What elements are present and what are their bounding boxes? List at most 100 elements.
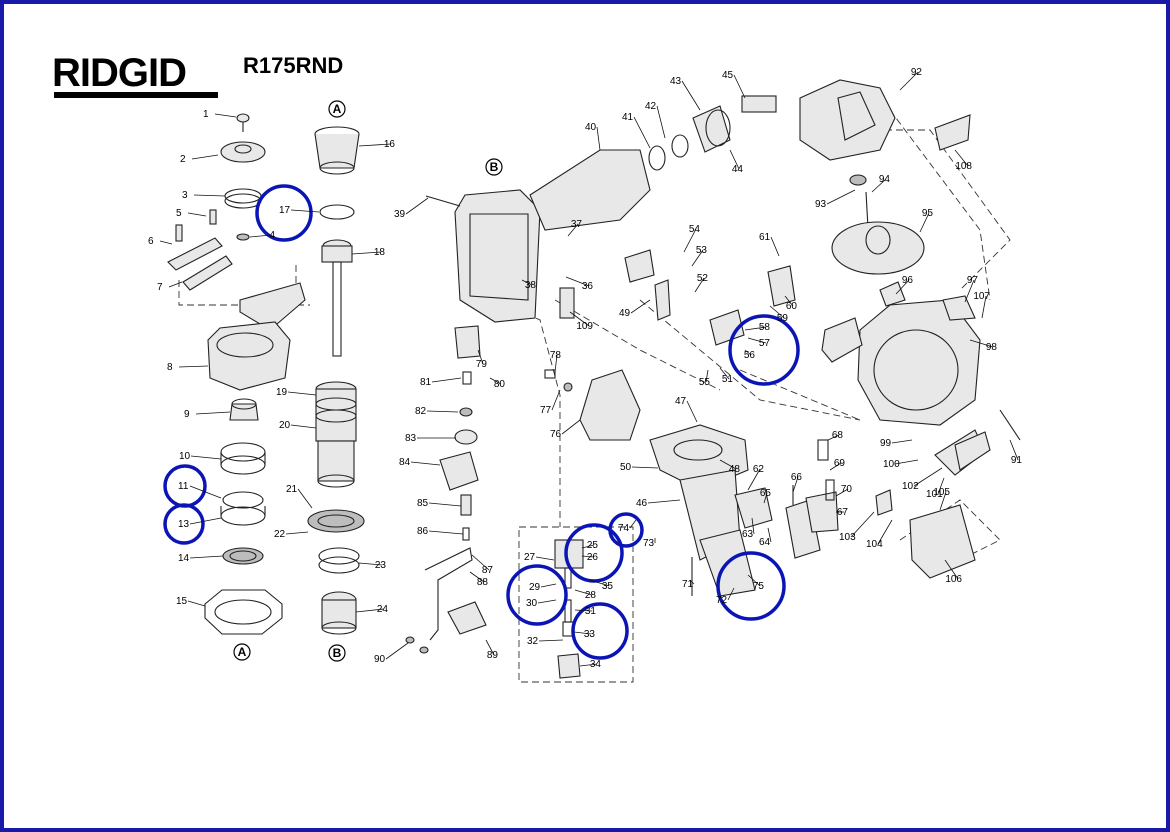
part-label: 38: [525, 280, 537, 291]
leader-line: [189, 517, 222, 525]
highlight-circles: [163, 184, 800, 660]
leader-line: [981, 295, 987, 319]
leader-line: [358, 562, 383, 566]
part-label: 20: [279, 420, 291, 431]
leader-line: [729, 149, 740, 170]
leader-line: [631, 466, 659, 469]
part-label: 86: [417, 526, 429, 537]
part-label: 54: [689, 224, 701, 235]
part-label: 55: [699, 377, 711, 388]
leader-line: [538, 639, 564, 642]
highlight-circle-33: [571, 602, 629, 660]
leader-line: [187, 600, 206, 607]
part-label: 23: [375, 560, 387, 571]
leader-line: [747, 574, 761, 587]
part-labels: 1234567891011131415161718192021222324252…: [148, 67, 1022, 670]
part-label: 40: [585, 122, 597, 133]
leader-line: [290, 424, 317, 429]
leader-line: [574, 609, 593, 612]
part-label: 83: [405, 433, 417, 444]
part-label: 62: [753, 464, 765, 475]
highlight-circle-57-58: [728, 314, 800, 386]
part-label: 35: [602, 581, 614, 592]
part-label: 79: [476, 359, 488, 370]
part-label: 22: [274, 529, 286, 540]
leader-line: [705, 369, 709, 383]
part-label: 57: [759, 338, 771, 349]
leader-line: [540, 583, 557, 588]
part-label: 58: [759, 322, 771, 333]
part-label: 65: [760, 488, 772, 499]
leader-line: [168, 281, 183, 288]
leader-line: [193, 194, 226, 197]
part-label: 41: [622, 112, 634, 123]
leader-line: [767, 527, 772, 543]
part-label: 93: [815, 199, 827, 210]
part-label: 24: [377, 604, 389, 615]
leader-line: [249, 234, 272, 238]
part-label: 91: [1011, 455, 1023, 466]
part-label: 70: [841, 484, 853, 495]
leader-line: [189, 485, 222, 499]
part-label: 106: [945, 574, 962, 585]
leader-line: [969, 339, 994, 348]
model-number: R175RND: [243, 53, 343, 78]
leader-line: [683, 228, 697, 253]
leader-line: [784, 295, 794, 307]
part-label: 31: [585, 606, 597, 617]
leader-line: [285, 531, 309, 535]
part-label: 11: [178, 481, 189, 492]
part-label: 44: [732, 164, 744, 175]
part-label: 67: [837, 507, 849, 518]
part-label: 76: [550, 429, 562, 440]
leader-line: [744, 326, 767, 331]
leader-line: [405, 197, 429, 215]
leader-line: [719, 459, 737, 470]
leader-line: [567, 223, 579, 237]
leader-line: [937, 477, 945, 495]
leader-line: [471, 554, 490, 571]
leader-line: [589, 579, 610, 587]
part-label: 51: [722, 374, 734, 385]
section-marker-circle: [233, 643, 251, 661]
leader-line: [355, 608, 385, 613]
leader-line: [939, 491, 947, 511]
part-label: 102: [902, 481, 919, 492]
part-label: 64: [759, 537, 771, 548]
part-label: 52: [697, 273, 709, 284]
leader-line: [187, 212, 207, 217]
leader-line: [630, 299, 651, 314]
leader-line: [913, 467, 943, 487]
part-label: 39: [394, 209, 406, 220]
leader-line: [561, 419, 581, 435]
part-label: 77: [540, 405, 552, 416]
leader-line: [656, 105, 666, 139]
part-label: 32: [527, 636, 539, 647]
section-marker-label: B: [333, 646, 342, 660]
leader-line: [554, 354, 558, 373]
leader-line: [899, 71, 919, 91]
part-label: 88: [477, 577, 489, 588]
part-label: 56: [744, 350, 756, 361]
leader-line: [826, 189, 856, 205]
part-label: 2: [180, 154, 186, 165]
part-label: 105: [933, 487, 950, 498]
part-label: 9: [184, 409, 190, 420]
leader-line: [727, 587, 735, 601]
leader-line: [891, 439, 913, 444]
part-label: 18: [374, 247, 386, 258]
part-label: 84: [399, 457, 411, 468]
part-label: 21: [286, 484, 298, 495]
leader-line: [191, 154, 219, 160]
leader-line: [581, 544, 595, 549]
leader-line: [569, 311, 590, 327]
section-marker-label: A: [333, 102, 342, 116]
leader-line: [190, 455, 222, 460]
section-marker-circle: [328, 644, 346, 662]
leader-line: [159, 240, 173, 245]
leader-line: [633, 116, 651, 149]
leader-line: [596, 126, 601, 151]
part-label: 45: [722, 70, 734, 81]
part-label: 16: [384, 139, 396, 150]
